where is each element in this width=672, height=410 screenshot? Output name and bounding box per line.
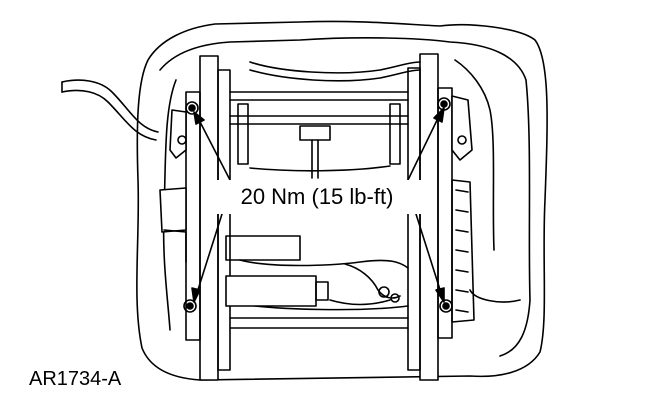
bolt-icon <box>185 101 199 115</box>
seat-frame-crossmembers <box>229 61 421 329</box>
arrow-icon <box>415 213 445 303</box>
seat-track-right <box>407 53 475 381</box>
arrow-icon <box>407 107 445 181</box>
bolt-icon <box>439 299 453 313</box>
torque-specification-label: 20 Nm (15 lb-ft) <box>212 180 422 214</box>
seat-adjuster-mechanism <box>249 125 391 179</box>
bolt-icon <box>183 299 197 313</box>
figure-reference-code: AR1734-A <box>29 368 122 390</box>
seat-motor-assembly <box>225 235 409 307</box>
seat-track-left <box>159 55 231 381</box>
arrow-icon <box>191 213 223 303</box>
seat-wire-left <box>61 79 159 141</box>
arrow-icon <box>193 111 231 181</box>
seat-cushion-outline <box>136 20 548 381</box>
